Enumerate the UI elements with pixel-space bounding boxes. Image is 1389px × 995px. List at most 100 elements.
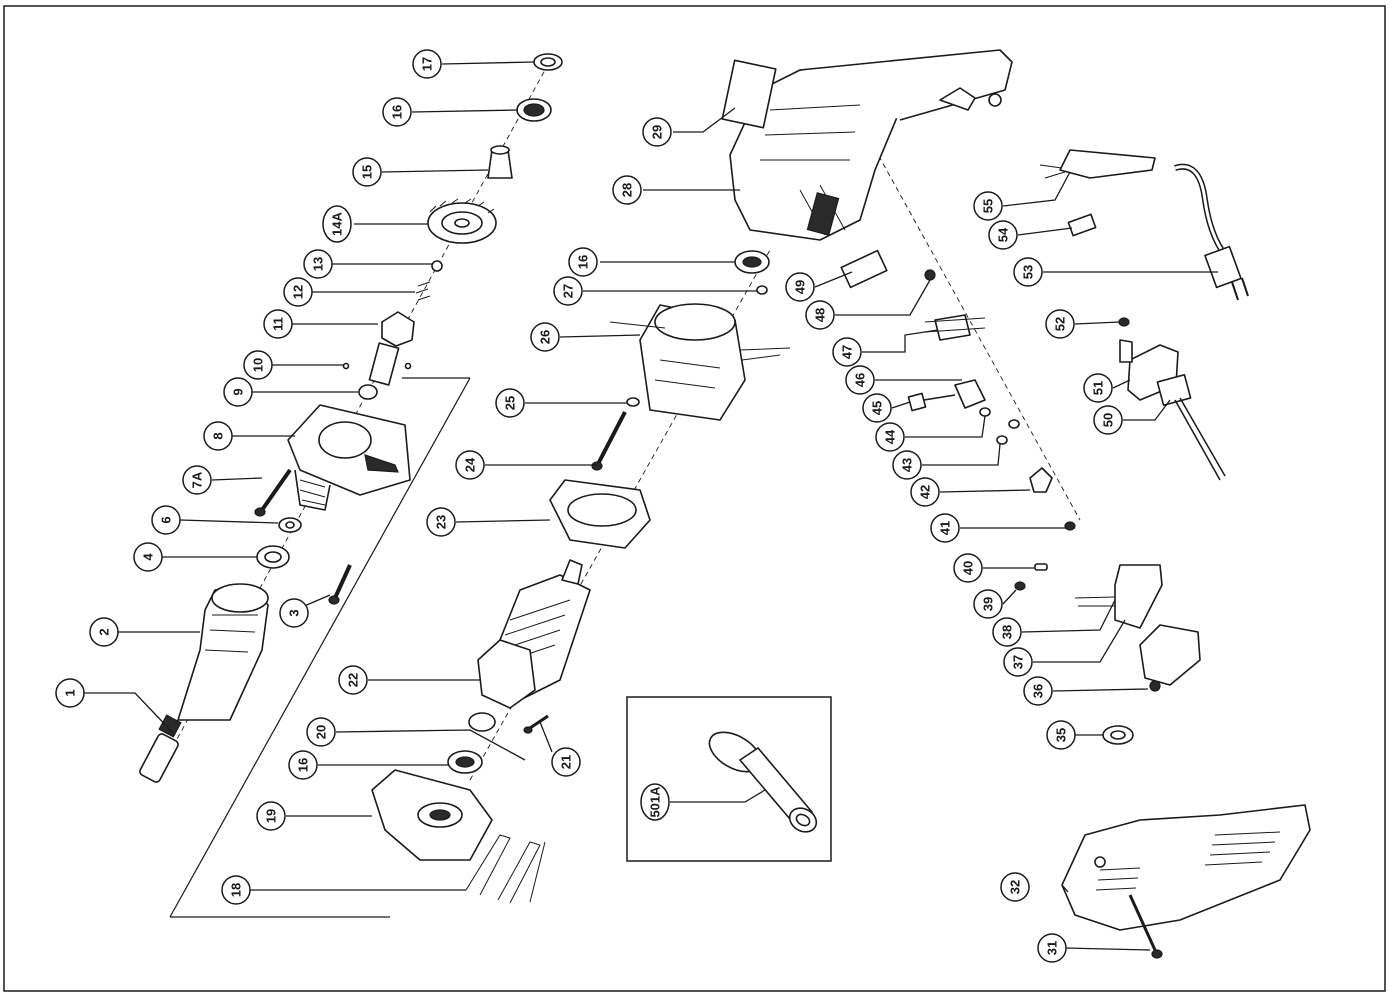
callout-label: 24 bbox=[463, 457, 478, 472]
callout-circle bbox=[182, 465, 212, 495]
callout-label: 23 bbox=[434, 515, 449, 529]
callout-label: 7A bbox=[190, 471, 205, 488]
callout-c4: 4 bbox=[133, 542, 163, 572]
callout-c24: 24 bbox=[455, 450, 485, 480]
bearing-part-16-lower bbox=[447, 750, 483, 774]
callout-circle bbox=[1045, 309, 1075, 339]
callout-circle bbox=[640, 783, 670, 821]
callout-label: 55 bbox=[981, 199, 996, 213]
callout-c48: 48 bbox=[805, 300, 835, 330]
callout-label: 10 bbox=[251, 358, 266, 372]
cord-armor-part-55 bbox=[1039, 149, 1156, 179]
callout-c16c: 16 bbox=[288, 750, 318, 780]
callout-c32: 32 bbox=[1000, 872, 1030, 902]
callout-circle bbox=[1000, 872, 1030, 902]
switch-box-part-37-38 bbox=[1074, 564, 1163, 629]
bearing-part-4 bbox=[256, 545, 290, 569]
callout-circle bbox=[263, 309, 293, 339]
bracket-part-19 bbox=[371, 769, 493, 861]
nut-part-48 bbox=[924, 269, 936, 281]
callout-c55: 55 bbox=[973, 191, 1003, 221]
callout-c43: 43 bbox=[892, 450, 922, 480]
callout-circle bbox=[805, 300, 835, 330]
callout-label: 45 bbox=[870, 401, 885, 415]
callout-c51: 51 bbox=[1083, 373, 1113, 403]
callout-label: 49 bbox=[793, 280, 808, 294]
callout-label: 16 bbox=[576, 255, 591, 269]
callout-circle bbox=[875, 422, 905, 452]
callout-circle bbox=[568, 247, 598, 277]
callout-label: 8 bbox=[211, 432, 226, 439]
callout-c15: 15 bbox=[352, 157, 382, 187]
callout-label: 37 bbox=[1011, 655, 1026, 669]
callout-circle bbox=[203, 421, 233, 451]
controller-part-36 bbox=[1139, 624, 1201, 692]
callout-circle bbox=[221, 875, 251, 905]
callout-label: 51 bbox=[1091, 381, 1106, 395]
callout-label: 22 bbox=[346, 673, 361, 687]
callout-circle bbox=[930, 513, 960, 543]
callout-c37: 37 bbox=[1003, 647, 1033, 677]
callout-c10: 10 bbox=[243, 350, 273, 380]
callout-label: 20 bbox=[314, 725, 329, 739]
callout-circle bbox=[862, 393, 892, 423]
callout-circle bbox=[279, 598, 309, 628]
callout-label: 16 bbox=[390, 105, 405, 119]
callout-circle bbox=[1083, 373, 1113, 403]
callout-label: 54 bbox=[996, 227, 1011, 242]
callout-c42: 42 bbox=[910, 477, 940, 507]
washer-part-35 bbox=[1102, 725, 1134, 745]
diagram-border bbox=[3, 5, 1386, 992]
callout-c18: 18 bbox=[221, 875, 251, 905]
callout-c28: 28 bbox=[612, 175, 642, 205]
callout-label: 46 bbox=[853, 373, 868, 387]
callout-circle bbox=[89, 617, 119, 647]
screw-part-39 bbox=[1014, 581, 1026, 591]
callout-label: 3 bbox=[287, 609, 302, 616]
callout-circle bbox=[953, 553, 983, 583]
callout-c44: 44 bbox=[875, 422, 905, 452]
callout-circle bbox=[1046, 720, 1076, 750]
callout-label: 17 bbox=[420, 57, 435, 71]
callout-layer: 123467A891011121314A15161716161819202122… bbox=[55, 49, 1123, 963]
callout-label: 39 bbox=[981, 597, 996, 611]
callout-circle bbox=[1093, 405, 1123, 435]
callout-c31: 31 bbox=[1037, 933, 1067, 963]
lever-part-42 bbox=[1029, 467, 1053, 493]
callout-c47: 47 bbox=[832, 337, 862, 367]
callout-c41: 41 bbox=[930, 513, 960, 543]
callout-label: 43 bbox=[900, 458, 915, 472]
callout-c25: 25 bbox=[495, 388, 525, 418]
callout-circle bbox=[288, 750, 318, 780]
callout-circle bbox=[151, 505, 181, 535]
screw-part-31 bbox=[1128, 894, 1163, 959]
callout-label: 42 bbox=[918, 485, 933, 499]
callout-circle bbox=[553, 276, 583, 306]
spindle-part-11 bbox=[368, 311, 415, 386]
callout-c46: 46 bbox=[845, 365, 875, 395]
callout-label: 36 bbox=[1031, 684, 1046, 698]
callout-circle bbox=[988, 220, 1018, 250]
cord-clip-part-54 bbox=[1067, 213, 1097, 237]
shaft-part-15 bbox=[487, 145, 513, 179]
callout-c39: 39 bbox=[973, 589, 1003, 619]
group-outline-left bbox=[169, 377, 471, 918]
screw-part-7a bbox=[254, 468, 292, 517]
callout-circle bbox=[283, 277, 313, 307]
callout-label: 15 bbox=[360, 165, 375, 179]
callout-circle bbox=[303, 249, 333, 279]
callout-circle bbox=[992, 617, 1022, 647]
callout-circle bbox=[382, 97, 412, 127]
callout-label: 38 bbox=[1000, 625, 1015, 639]
callout-circle bbox=[243, 350, 273, 380]
leader-lines bbox=[83, 61, 1218, 951]
pin-part-27 bbox=[756, 285, 768, 295]
callout-circle bbox=[1013, 257, 1043, 287]
side-handle-inset bbox=[626, 696, 832, 862]
callout-c8: 8 bbox=[203, 421, 233, 451]
callout-circle bbox=[412, 49, 442, 79]
screw-part-41 bbox=[1064, 521, 1076, 531]
callout-c50: 50 bbox=[1093, 405, 1123, 435]
baffle-part-23 bbox=[549, 479, 651, 549]
